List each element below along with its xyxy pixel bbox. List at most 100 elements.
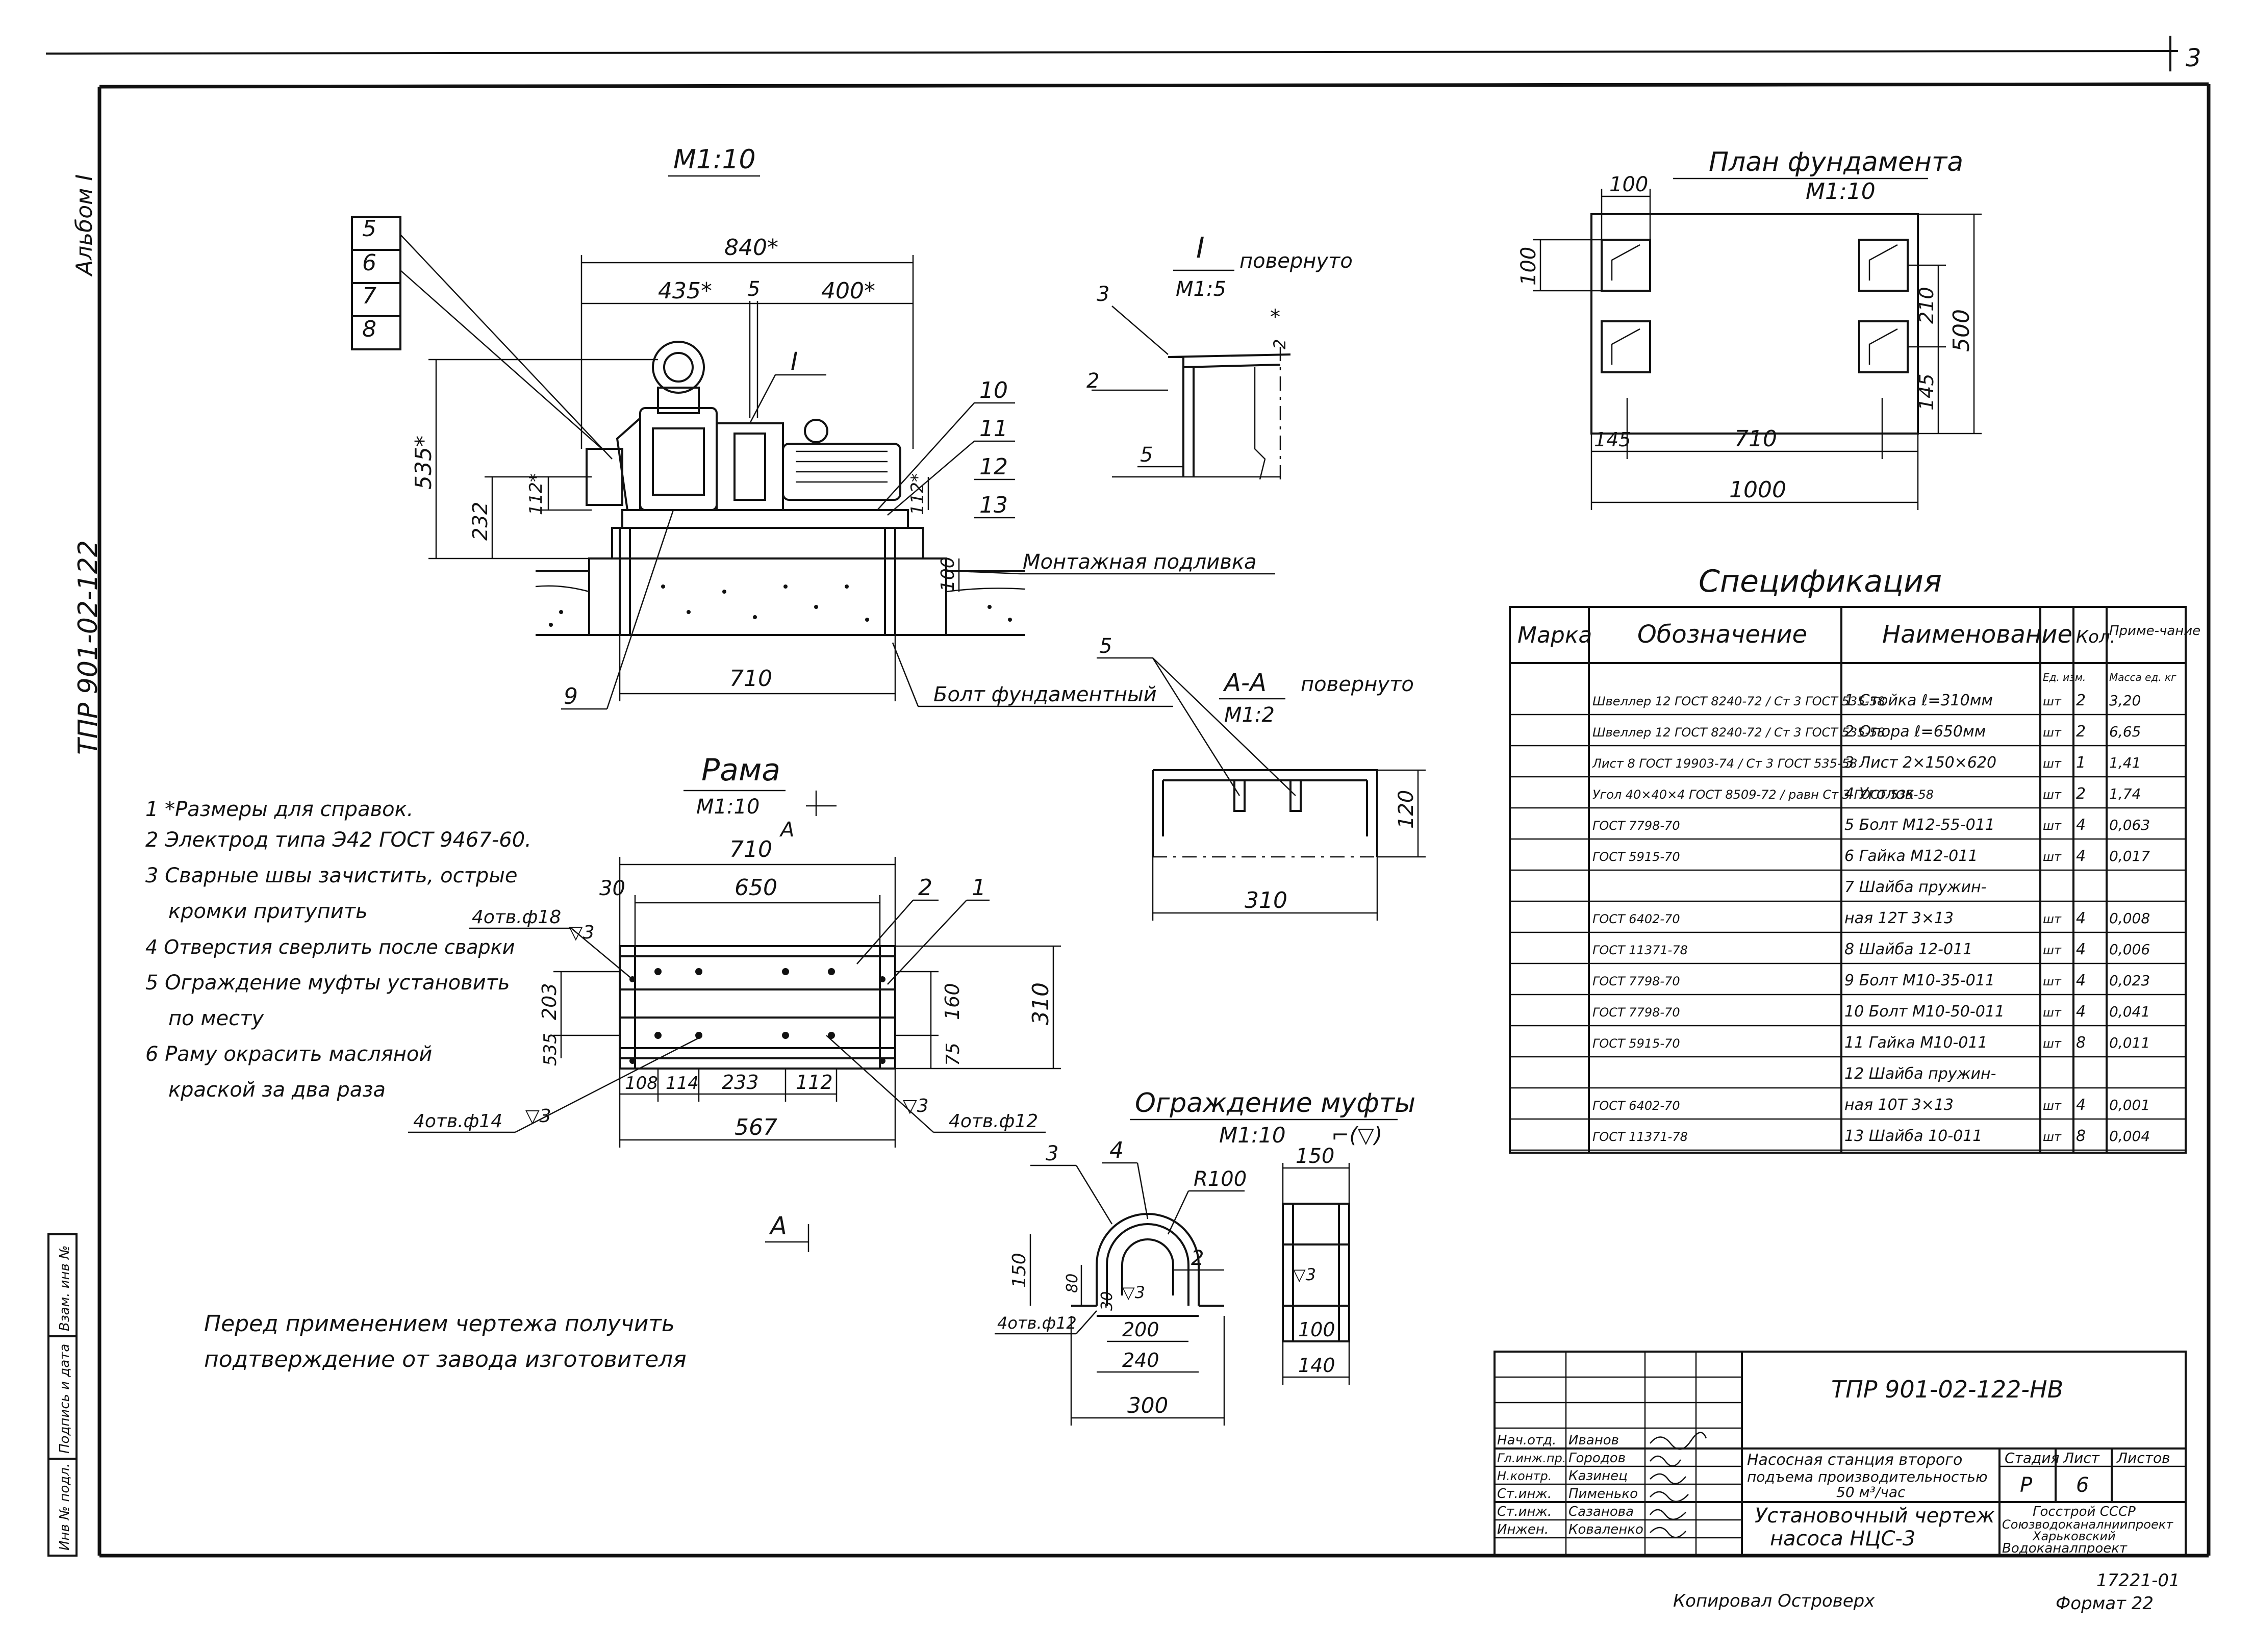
warning-2: подтверждение от завода изготовителя <box>204 1346 687 1373</box>
detail-I-mark-star: * <box>1270 306 1280 329</box>
tb-org-3: Харьковский <box>2032 1529 2116 1543</box>
frame-dim-30: 30 <box>599 877 625 900</box>
foundation-title: План фундамента <box>1709 147 1963 177</box>
dim-840: 840* <box>724 235 778 261</box>
sheet-frame: 3 Альбом I ТПР 901-02-122 Инв № подл. По… <box>45 36 2211 1558</box>
spec-cell: 4 <box>2076 909 2086 927</box>
found-dim-210: 210 <box>1915 287 1938 324</box>
detail-I-mark-5: 5 <box>1140 443 1153 467</box>
tb-name-3: Казинец <box>1568 1468 1628 1484</box>
spec-cell: Угол 40×40×4 ГОСТ 8509-72 / равн Ст 3 ГО… <box>1592 787 1934 802</box>
frame-dim-203: 203 <box>538 983 561 1020</box>
spec-cell: 0,063 <box>2109 817 2150 833</box>
spec-cell: 8 <box>2076 1034 2086 1052</box>
frame-dim-75: 75 <box>943 1043 964 1066</box>
spec-cell: 4 Уголок <box>1844 785 1914 803</box>
guard-mark-2: 2 <box>1191 1247 1204 1270</box>
label-anchor-bolt: Болт фундаментный <box>933 683 1157 706</box>
spec-table: Спецификация Марка Обозначение Наименова… <box>1509 564 2200 1154</box>
note-5b: по месту <box>168 1007 264 1030</box>
detail-I-scale: М1:5 <box>1176 277 1226 301</box>
spec-cell: ГОСТ 6402-70 <box>1592 912 1680 926</box>
spec-h-designation: Обозначение <box>1637 620 1807 649</box>
page-number: 3 <box>2186 44 2201 72</box>
detail-I-note: повернуто <box>1239 249 1353 273</box>
frame-dim-567: 567 <box>735 1114 777 1140</box>
spec-sub-mass: Масса ед. кг <box>2109 671 2176 683</box>
tb-name-6: Коваленко <box>1568 1522 1643 1537</box>
spec-cell: 10 Болт М10-50-011 <box>1844 1003 2005 1021</box>
spec-cell: 12 Шайба пружин- <box>1844 1065 1996 1083</box>
pos-7: 7 <box>362 283 376 309</box>
spec-cell: 0,023 <box>2109 972 2150 989</box>
section-AA-mark-5: 5 <box>1099 634 1112 658</box>
tb-org-4: Водоканалпроект <box>2002 1541 2128 1556</box>
found-dim-710: 710 <box>1734 426 1777 452</box>
spec-cell: 0,011 <box>2109 1034 2150 1051</box>
copied-by: Копировал Островерх <box>1673 1591 1875 1611</box>
tb-drawing-2: насоса НЦС-3 <box>1770 1527 1915 1551</box>
dim-400: 400* <box>821 278 875 304</box>
spec-cell: 4 <box>2076 816 2086 834</box>
frame-weld-3: ▽3 <box>903 1096 929 1116</box>
spec-cell: ГОСТ 5915-70 <box>1592 1036 1680 1051</box>
main-view: М1:10 5 6 7 8 840* 435* 5 400* <box>351 144 1275 710</box>
tb-org-1: Госстрой СССР <box>2033 1504 2136 1519</box>
tb-org-2: Союзводоканалниипроект <box>2002 1517 2173 1532</box>
detail-I: I повернуто М1:5 3 2 5 * 2 <box>1086 232 1353 480</box>
spec-cell: ГОСТ 11371-78 <box>1592 943 1688 957</box>
guard-dim-80: 80 <box>1064 1274 1081 1293</box>
tb-sheets-label: Листов <box>2116 1450 2170 1466</box>
guard-dim-140: 140 <box>1298 1354 1335 1377</box>
spec-cell: ная 12Т 3×13 <box>1844 909 1954 927</box>
tb-role-5: Ст.инж. <box>1497 1504 1552 1519</box>
spec-cell: 8 <box>2076 1127 2086 1145</box>
frame-hole-18: 4отв.ф18 <box>472 907 561 928</box>
found-dim-500: 500 <box>1948 309 1974 352</box>
note-2: 2 Электрод типа Э42 ГОСТ 9467-60. <box>145 828 531 852</box>
frame-dim-112: 112 <box>796 1071 833 1094</box>
tb-stage: Р <box>2020 1473 2033 1497</box>
spec-cell: 3,20 <box>2109 692 2141 709</box>
spec-cell: 2 Опора ℓ=650мм <box>1844 723 1986 741</box>
guard-scale: М1:10 <box>1219 1123 1286 1148</box>
spec-cell: 8 Шайба 12-011 <box>1844 941 1972 958</box>
tb-role-6: Инжен. <box>1497 1522 1549 1537</box>
tb-name-1: Иванов <box>1568 1433 1619 1448</box>
pos-8: 8 <box>362 316 376 342</box>
warning-1: Перед применением чертежа получить <box>204 1311 675 1337</box>
spec-cell: шт <box>2043 787 2062 802</box>
spec-h-qty: Кол. <box>2076 627 2115 647</box>
spec-cell: 9 Болт М10-35-011 <box>1844 972 1995 989</box>
notes: 1 *Размеры для справок. 2 Электрод типа … <box>145 798 687 1373</box>
tb-stage-label: Стадия <box>2005 1450 2059 1466</box>
spec-cell: шт <box>2043 974 2062 988</box>
frame-mark-2: 2 <box>918 875 932 901</box>
dim-535: 535* <box>411 436 437 490</box>
spec-cell: 1 <box>2076 754 2086 772</box>
note-3: 3 Сварные швы зачистить, острые <box>145 864 517 887</box>
tb-name-5: Сазанова <box>1568 1504 1634 1519</box>
dim-100-grout: 100 <box>938 556 958 592</box>
found-dim-145-right: 145 <box>1915 373 1938 411</box>
spec-cell: 6,65 <box>2109 723 2141 740</box>
spec-cell: ГОСТ 7798-70 <box>1592 1005 1680 1020</box>
guard-dim-200: 200 <box>1122 1318 1159 1341</box>
spec-cell: 2 <box>2076 785 2086 803</box>
spec-cell: 3 Лист 2×150×620 <box>1844 754 1996 772</box>
spec-cell: ГОСТ 7798-70 <box>1592 819 1680 833</box>
tb-role-3: Н.контр. <box>1497 1469 1552 1483</box>
spec-cell: 1 Стойка ℓ=310мм <box>1844 692 1993 709</box>
title-block: ТПР 901-02-122-НВ Стадия Лист Листов Р 6… <box>1493 1351 2187 1557</box>
spec-cell: шт <box>2043 1005 2062 1020</box>
pos-6: 6 <box>362 250 376 276</box>
tb-sheet: 6 <box>2076 1473 2089 1497</box>
tb-role-4: Ст.инж. <box>1497 1486 1552 1502</box>
frame-title: Рама <box>701 752 780 788</box>
frame-dim-114: 114 <box>666 1073 699 1094</box>
spec-cell: 5 Болт М12-55-011 <box>1844 816 1995 834</box>
spec-cell: ГОСТ 11371-78 <box>1592 1130 1688 1144</box>
pos-13: 13 <box>979 492 1008 518</box>
note-3b: кромки притупить <box>168 900 368 923</box>
